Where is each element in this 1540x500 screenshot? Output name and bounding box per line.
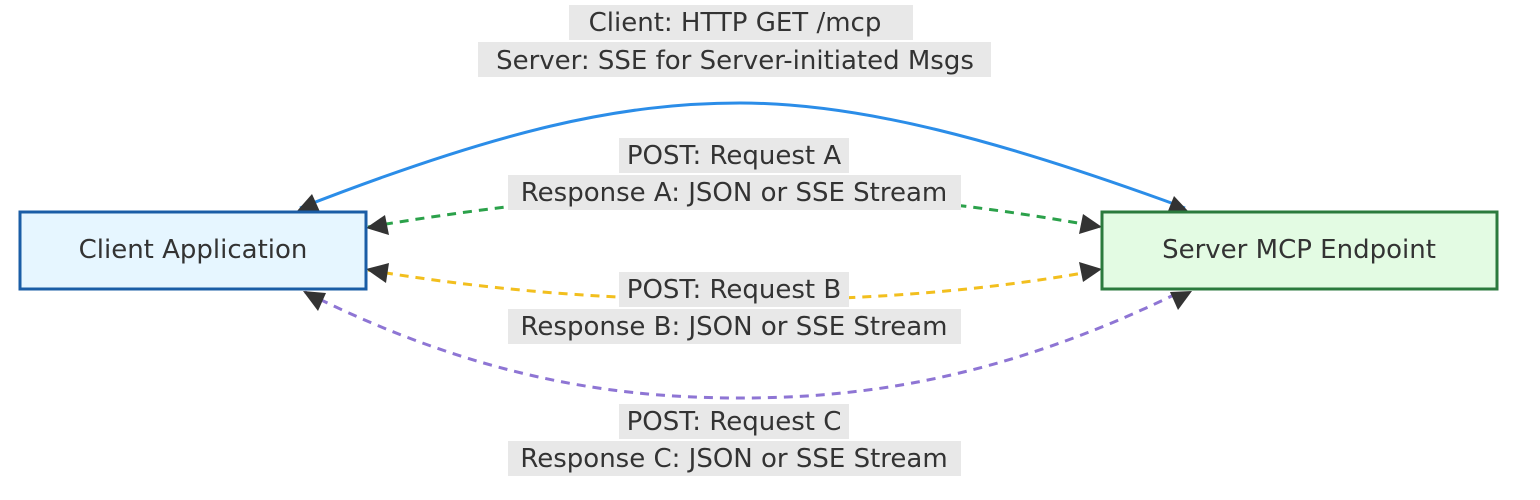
edge-label-sse: Client: HTTP GET /mcp Server: SSE for Se…: [478, 5, 991, 77]
arrowhead-a-client: [366, 215, 389, 235]
edge-label-request-c: POST: Request C Response C: JSON or SSE …: [508, 404, 961, 476]
edge-label-sse-line1: Client: HTTP GET /mcp: [589, 8, 882, 38]
arrowhead-sse-client: [297, 194, 321, 214]
arrowhead-c-server: [1170, 291, 1192, 310]
arrowhead-b-server: [1079, 262, 1102, 282]
arrowhead-a-server: [1079, 214, 1102, 234]
edge-label-sse-line2: Server: SSE for Server-initiated Msgs: [496, 46, 974, 76]
edge-request-c-line: [304, 290, 1181, 400]
edge-label-c-line1: POST: Request C: [627, 407, 842, 437]
edge-label-a-line1: POST: Request A: [627, 141, 842, 171]
client-node-box: [18, 210, 368, 291]
node-server-mcp-endpoint[interactable]: Server MCP Endpoint: [1100, 210, 1499, 291]
server-node-box: [1100, 210, 1499, 291]
edge-label-a-line2: Response A: JSON or SSE Stream: [521, 178, 947, 208]
edge-label-c-line2: Response C: JSON or SSE Stream: [520, 444, 947, 474]
client-node-label: Client Application: [79, 235, 308, 265]
edge-label-b-line2: Response B: JSON or SSE Stream: [521, 312, 948, 342]
arrowhead-b-client: [366, 263, 389, 283]
edge-label-request-a: POST: Request A Response A: JSON or SSE …: [508, 138, 961, 210]
arrowhead-c-client: [303, 291, 326, 311]
edge-label-b-line1: POST: Request B: [627, 275, 841, 305]
server-node-label: Server MCP Endpoint: [1162, 235, 1436, 265]
edge-label-request-b: POST: Request B Response B: JSON or SSE …: [508, 272, 961, 344]
node-client-application[interactable]: Client Application: [18, 210, 368, 291]
edge-sse-line: [299, 101, 1186, 210]
